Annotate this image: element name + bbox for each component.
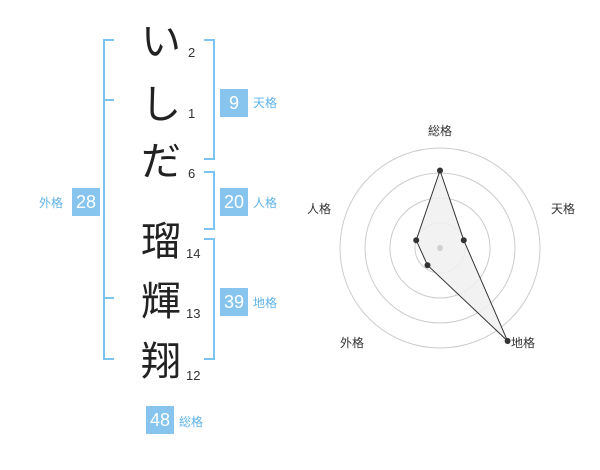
radar-point-3 <box>504 338 511 345</box>
chikaku-label: 地格 <box>253 296 278 310</box>
gaikaku-bracket <box>103 39 114 360</box>
radar-point-5 <box>413 237 420 244</box>
radar-point-2 <box>460 237 467 244</box>
stroke-count-6: 12 <box>186 368 201 383</box>
radar-point-4 <box>424 262 431 269</box>
jinkaku-value-badge: 20 <box>220 188 248 216</box>
radar-shape <box>415 168 509 342</box>
name-char-5: 輝 <box>141 279 181 325</box>
stroke-count-2: 1 <box>188 106 196 121</box>
tenkaku-value-badge: 9 <box>220 89 248 117</box>
chikaku-bracket <box>204 238 215 360</box>
jinkaku-bracket <box>204 171 215 230</box>
jinkaku-label: 人格 <box>253 196 278 210</box>
stroke-count-3: 6 <box>188 166 196 181</box>
radar-axis-label-chikaku: 地格 <box>511 336 536 350</box>
radar-axis-label-soukaku: 総格 <box>428 124 453 138</box>
name-char-4: 瑠 <box>141 219 181 265</box>
chikaku-value-badge: 39 <box>220 288 248 316</box>
stroke-count-5: 13 <box>186 306 201 321</box>
stroke-count-4: 14 <box>186 246 201 261</box>
name-char-3: だ <box>141 139 181 185</box>
radar-ring-4 <box>339 147 541 349</box>
name-char-6: 翔 <box>141 339 181 385</box>
soukaku-value-badge: 48 <box>146 406 174 434</box>
radar-point-1 <box>437 167 443 174</box>
name-char-2: し <box>141 82 181 128</box>
tenkaku-bracket <box>204 39 215 160</box>
soukaku-label: 総格 <box>179 415 204 429</box>
radar-axis-label-gaikaku: 外格 <box>340 336 365 350</box>
radar-axis-label-tenkaku: 天格 <box>551 202 576 216</box>
stroke-count-1: 2 <box>188 45 196 60</box>
radar-axis-label-jinkaku: 人格 <box>307 202 332 216</box>
tenkaku-label: 天格 <box>253 96 278 110</box>
gaikaku-label: 外格 <box>39 196 64 210</box>
radar-center-point <box>437 245 443 251</box>
gaikaku-value-badge: 28 <box>72 188 100 216</box>
name-char-1: い <box>141 19 181 65</box>
